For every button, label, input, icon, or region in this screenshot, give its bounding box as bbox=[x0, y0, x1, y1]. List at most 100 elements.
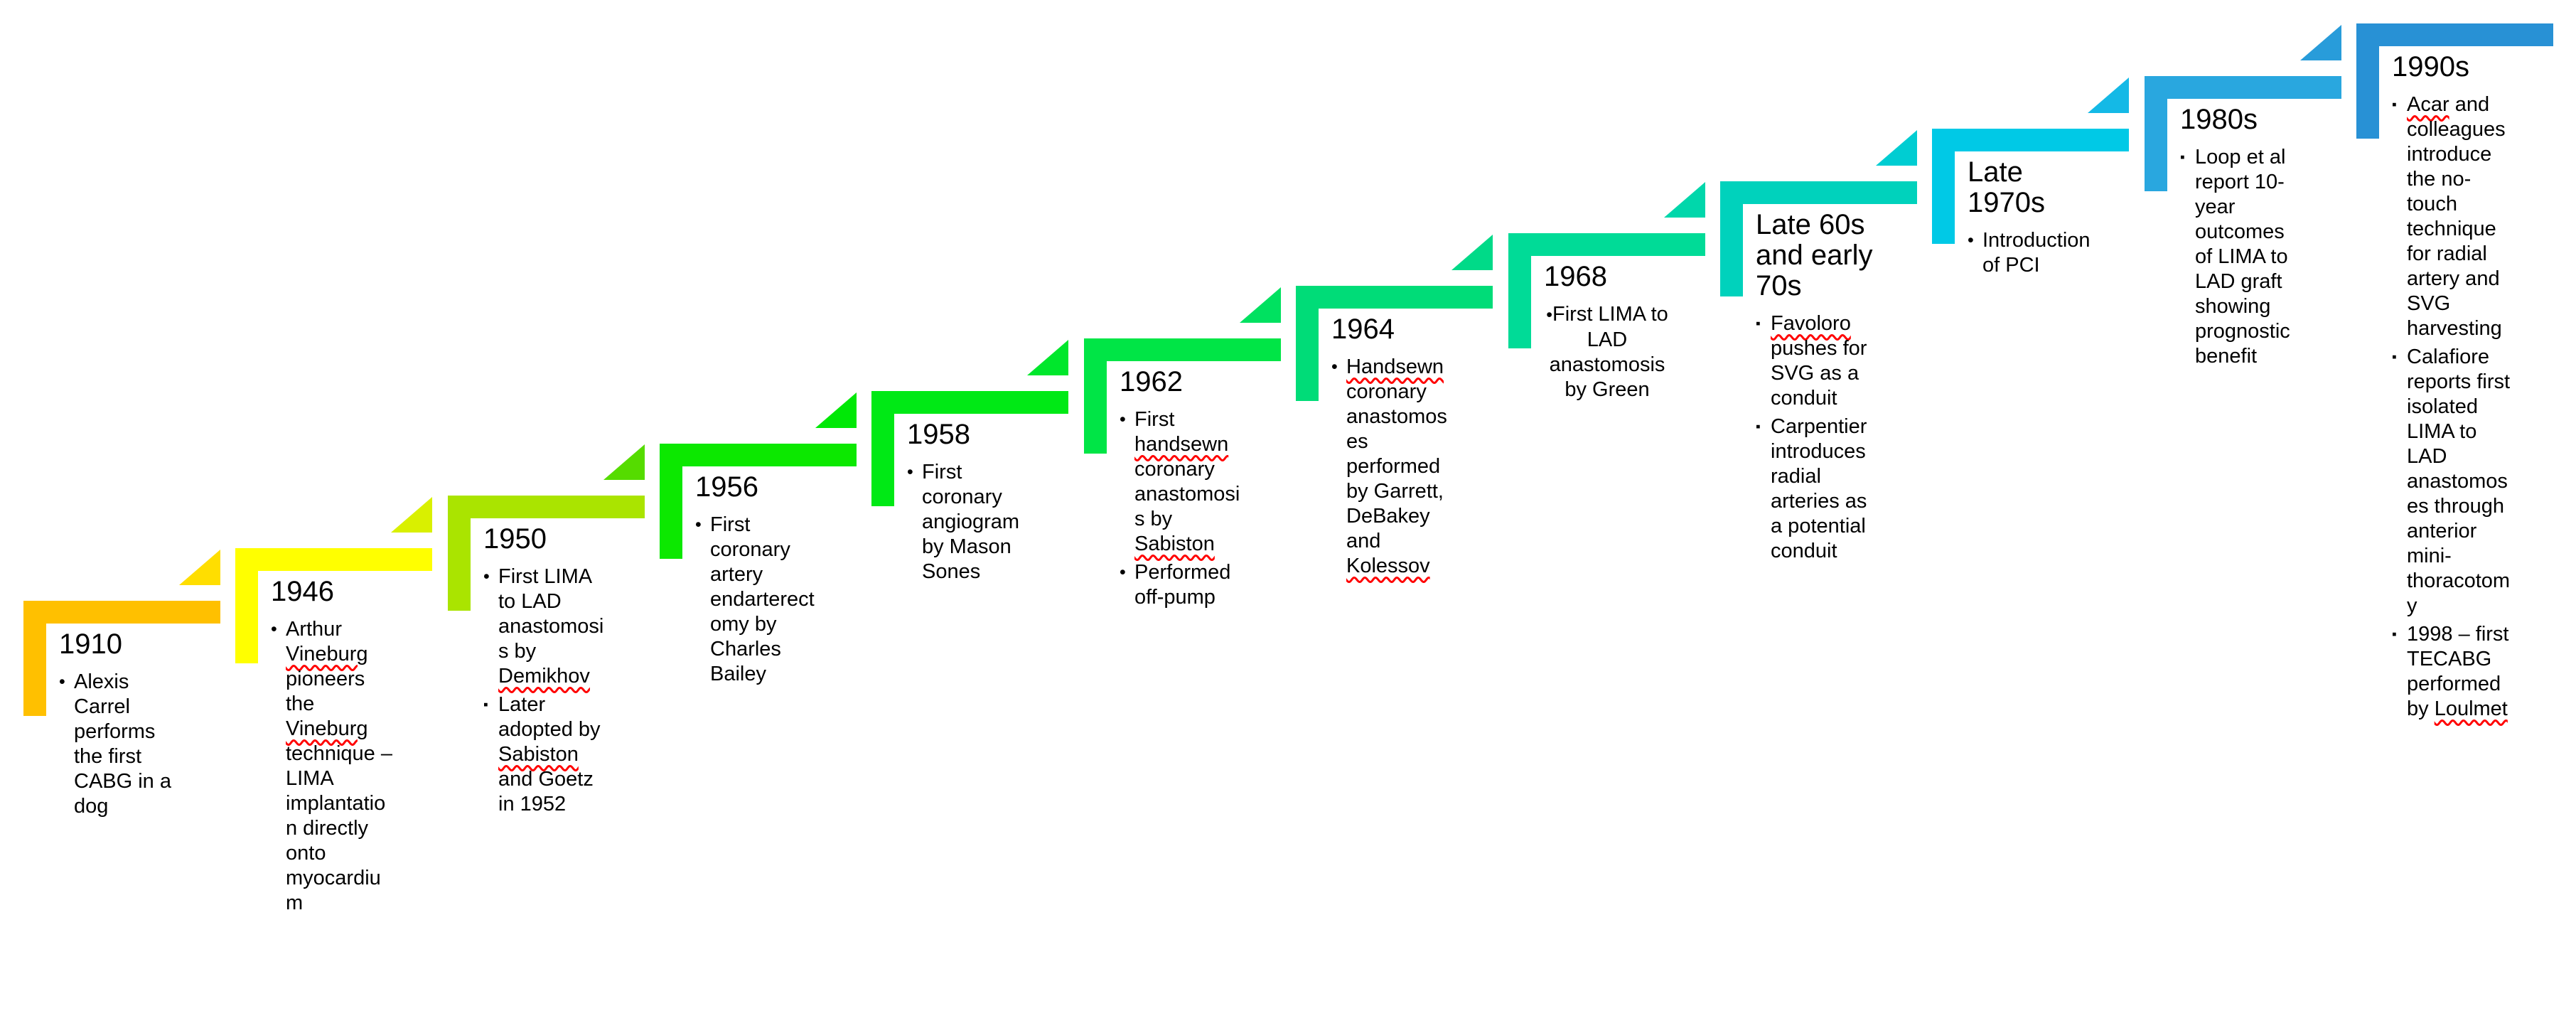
step-bullet-list: •Alexis Carrel performs the first CABG i… bbox=[59, 670, 193, 819]
step-bar-vertical bbox=[1084, 338, 1107, 454]
step-block: 1980s ▪ Loop et al report 10-year outcomes… bbox=[2180, 105, 2314, 373]
step-block: 1962•First handsewn coronary anastomosis… bbox=[1120, 367, 1253, 614]
step-bar-vertical bbox=[1508, 233, 1531, 348]
step-transition-triangle bbox=[1451, 235, 1493, 270]
bullet-text: 1998 – first TECABG performed by bbox=[2407, 623, 2509, 720]
bullet-text: technique – LIMA implantation directly o… bbox=[286, 742, 392, 914]
step-title: 1980s bbox=[2180, 104, 2258, 135]
step-bar-vertical bbox=[2356, 23, 2379, 139]
step-bullet: • First LIMA to LAD anastomosis by Demikh… bbox=[483, 565, 617, 689]
step-title: 1990s bbox=[2392, 51, 2469, 82]
bullet-text-block: First coronary artery endarterectomy by … bbox=[710, 513, 820, 687]
step-title: Late 60s and early 70s bbox=[1756, 209, 1873, 301]
step-title: Late 1970s bbox=[1968, 156, 2045, 218]
step-transition-triangle bbox=[1664, 182, 1705, 218]
step-title: 1968 bbox=[1544, 261, 1607, 292]
bullet-text: First coronary artery endarterectomy by … bbox=[710, 513, 815, 685]
bullet-text-block: Loop et al report 10-year outcomes of LI… bbox=[2195, 145, 2305, 369]
step-title: 1956 bbox=[695, 471, 758, 503]
step-bullet-list: • First coronary angiogram by Mason Sones bbox=[907, 460, 1041, 584]
step-bullet: ▪Calafiore reports first isolated LIMA t… bbox=[2392, 345, 2526, 619]
bullet-text: Loop et al report 10-year outcomes of LI… bbox=[2195, 146, 2290, 368]
bullet-text-block: Acar and colleagues introduce the no-tou… bbox=[2407, 92, 2517, 341]
step-bullet: •Alexis Carrel performs the first CABG i… bbox=[59, 670, 193, 819]
step-bar-vertical bbox=[448, 496, 471, 611]
step-bullet: • Performed off-pump bbox=[1120, 560, 1253, 610]
bullet-text-block: Introduction of PCI bbox=[1982, 228, 2093, 278]
step-block: Late 60s and early 70s ▪ Favoloro pushes f… bbox=[1756, 210, 1889, 567]
step-bar-horizontal bbox=[448, 496, 645, 518]
square-bullet-icon: ▪ bbox=[2392, 627, 2397, 642]
disc-bullet-icon: • bbox=[1120, 562, 1126, 582]
step-title: 1946 bbox=[271, 576, 334, 607]
step-title: 1964 bbox=[1331, 314, 1395, 345]
step-bar-horizontal bbox=[1084, 338, 1281, 361]
disc-bullet-icon: • bbox=[1120, 410, 1126, 429]
step-block: 1990s ▪ Acar and colleagues introduce the … bbox=[2392, 52, 2526, 725]
bullet-text: pushes for SVG as a conduit bbox=[1771, 337, 1867, 410]
spellcheck-flagged-text: Handsewn bbox=[1346, 355, 1444, 378]
bullet-text-block: Favoloro pushes for SVG as a conduit bbox=[1771, 311, 1881, 411]
spellcheck-flagged-text: Favoloro bbox=[1771, 312, 1851, 335]
step-bullet: • Introduction of PCI bbox=[1968, 228, 2101, 278]
step-bar-horizontal bbox=[1932, 129, 2129, 151]
step-bullet-list: ▪ Acar and colleagues introduce the no-to… bbox=[2392, 92, 2526, 722]
bullet-text: pioneers the bbox=[286, 668, 365, 715]
bullet-text-block: First handsewn coronary anastomosis by S… bbox=[1134, 407, 1245, 557]
step-transition-triangle bbox=[391, 497, 432, 533]
step-bullet: ▪ Later adopted by Sabiston and Goetz in … bbox=[483, 692, 617, 817]
bullet-text-block: Arthur Vineburg pioneers the Vineburg te… bbox=[286, 617, 396, 916]
spellcheck-flagged-text: Acar bbox=[2407, 93, 2449, 116]
step-bar-vertical bbox=[660, 444, 682, 559]
step-bullet-list: • Introduction of PCI bbox=[1968, 228, 2101, 278]
disc-bullet-icon: • bbox=[271, 619, 277, 639]
step-bar-horizontal bbox=[871, 391, 1068, 414]
step-bullet-list: •First LIMA to LAD anastomosis by Green bbox=[1544, 302, 1678, 402]
bullet-text: Alexis Carrel performs the first CABG in… bbox=[74, 670, 171, 818]
disc-bullet-icon: • bbox=[695, 515, 702, 535]
spellcheck-flagged-text: handsewn bbox=[1134, 433, 1229, 456]
step-block: 1956 • First coronary artery endarterectom… bbox=[695, 472, 829, 690]
square-bullet-icon: ▪ bbox=[2180, 150, 2185, 165]
step-bullet-list: • Arthur Vineburg pioneers the Vineburg t… bbox=[271, 617, 404, 916]
bullet-text: and Goetz in 1952 bbox=[498, 768, 594, 815]
step-bar-horizontal bbox=[23, 601, 220, 624]
bullet-text: First LIMA to LAD anastomosis by bbox=[498, 565, 604, 663]
step-bullet-list: • First handsewn coronary anastomosis by … bbox=[1120, 407, 1253, 610]
step-bullet: ▪ Loop et al report 10-year outcomes of L… bbox=[2180, 145, 2314, 369]
bullet-text: First bbox=[1134, 408, 1175, 431]
bullet-text: Later adopted by bbox=[498, 693, 601, 741]
disc-bullet-icon: • bbox=[1331, 357, 1338, 377]
spellcheck-flagged-text: Demikhov bbox=[498, 665, 590, 688]
disc-bullet-icon: • bbox=[907, 462, 913, 482]
step-bullet: •First LIMA to LAD anastomosis by Green bbox=[1544, 302, 1670, 402]
disc-bullet-icon: • bbox=[1968, 230, 1974, 250]
step-bullet: • First coronary artery endarterectomy by… bbox=[695, 513, 829, 687]
spellcheck-flagged-text: Vineburg bbox=[286, 717, 368, 740]
bullet-text-block: Handsewn coronary anastomoses performed … bbox=[1346, 355, 1456, 579]
step-block: 1946 • Arthur Vineburg pioneers the Vinebu… bbox=[271, 577, 404, 919]
step-block: 1958•First coronary angiogram by Mason S… bbox=[907, 419, 1041, 588]
square-bullet-icon: ▪ bbox=[1756, 316, 1761, 331]
bullet-text-block: Calafiore reports first isolated LIMA to… bbox=[2407, 345, 2517, 619]
step-bar-vertical bbox=[1296, 286, 1319, 401]
bullet-text: First coronary angiogram by Mason Sones bbox=[922, 461, 1020, 583]
step-bullet: ▪1998 – first TECABG performed by Loulme… bbox=[2392, 622, 2526, 722]
bullet-text: and colleagues introduce the no-touch te… bbox=[2407, 93, 2506, 340]
step-bar-horizontal bbox=[2145, 76, 2341, 99]
disc-bullet-icon: • bbox=[1546, 305, 1552, 325]
step-bullet-list: ▪ Loop et al report 10-year outcomes of L… bbox=[2180, 145, 2314, 369]
step-transition-triangle bbox=[1240, 287, 1281, 323]
step-block: 1950•First LIMA to LAD anastomosis by De… bbox=[483, 524, 617, 820]
step-bullet-list: • First LIMA to LAD anastomosis by Demikh… bbox=[483, 565, 617, 817]
square-bullet-icon: ▪ bbox=[483, 697, 488, 712]
step-block: Late 1970s • Introduction of PCI bbox=[1968, 157, 2101, 282]
bullet-text-block: Later adopted by Sabiston and Goetz in 1… bbox=[498, 692, 608, 817]
disc-bullet-icon: • bbox=[483, 567, 490, 587]
spellcheck-flagged-text: Kolessov bbox=[1346, 555, 1430, 577]
bullet-text: First LIMA to LAD anastomosis by Green bbox=[1549, 303, 1668, 401]
step-bullet-list: • Handsewn coronary anastomoses performed… bbox=[1331, 355, 1465, 579]
bullet-text-block: Performed off-pump bbox=[1134, 560, 1245, 610]
step-bar-horizontal bbox=[1296, 286, 1493, 309]
